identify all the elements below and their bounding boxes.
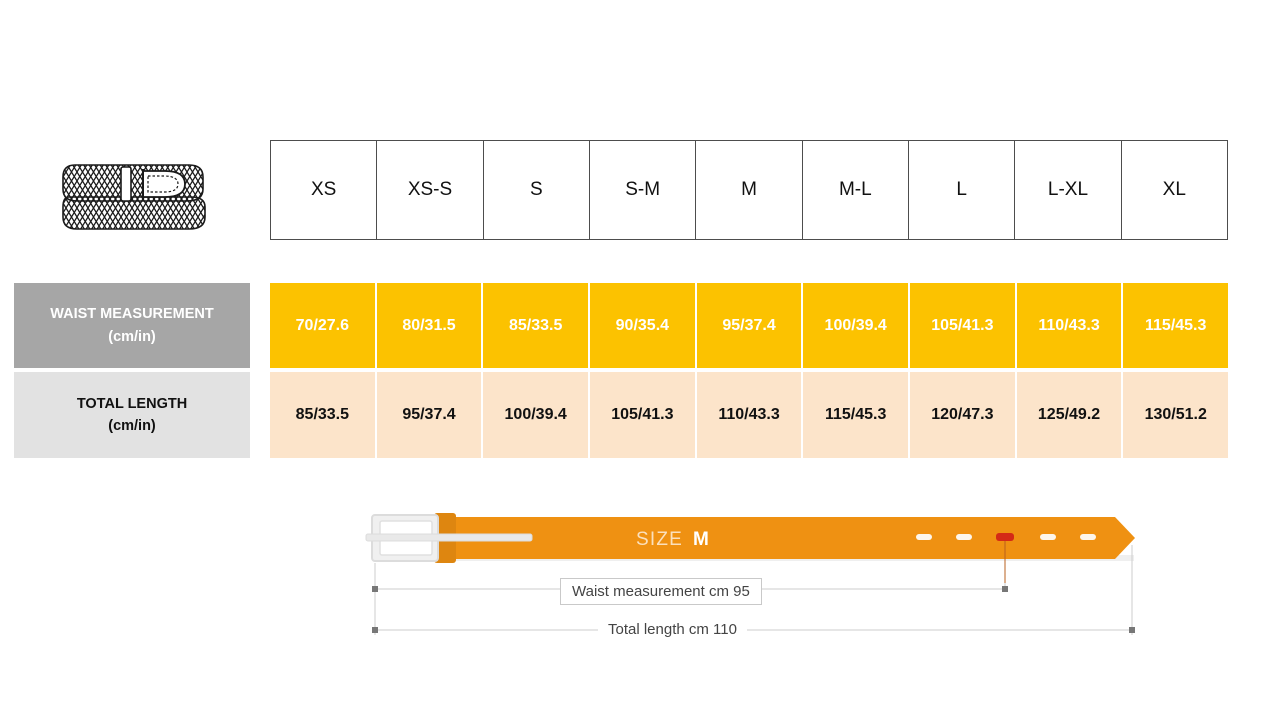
size-header-cell: L (907, 140, 1016, 240)
waist-dimension-label: Waist measurement cm 95 (560, 578, 762, 605)
size-header-cell: S-M (588, 140, 697, 240)
belt-size-annotation: SIZE M (636, 529, 709, 551)
length-value-cell: 100/39.4 (483, 372, 589, 458)
waist-measurement-label-text: WAIST MEASUREMENT (50, 306, 214, 323)
length-value-cell: 130/51.2 (1123, 372, 1229, 458)
waist-value-cell: 100/39.4 (803, 283, 909, 368)
total-length-unit: (cm/in) (108, 418, 156, 434)
belt-measurement-diagram (360, 505, 1160, 655)
length-value-cell: 95/37.4 (376, 372, 482, 458)
length-value-cell: 120/47.3 (910, 372, 1015, 458)
length-value-cell: 105/41.3 (590, 372, 695, 458)
waist-value-cell: 80/31.5 (376, 283, 482, 368)
total-length-row: 85/33.5 95/37.4 100/39.4 105/41.3 110/43… (270, 372, 1229, 458)
size-header-cell: XS (270, 140, 378, 240)
waist-value-cell: 115/45.3 (1123, 283, 1229, 368)
belt-size-prefix: SIZE (636, 529, 684, 550)
size-header-cell: M-L (801, 140, 909, 240)
total-length-label-text: TOTAL LENGTH (76, 395, 188, 412)
length-value-cell: 85/33.5 (270, 372, 375, 458)
waist-measurement-row: 70/27.6 80/31.5 85/33.5 90/35.4 95/37.4 … (270, 283, 1229, 368)
length-value-cell: 110/43.3 (696, 372, 802, 458)
waist-value-cell: 85/33.5 (483, 283, 589, 368)
total-length-label: TOTAL LENGTH (cm/in) (14, 372, 250, 458)
belt-size-value: M (693, 529, 710, 550)
waist-measurement-label: WAIST MEASUREMENT (cm/in) (14, 283, 250, 368)
waist-value-cell: 90/35.4 (590, 283, 695, 368)
total-length-dimension-label: Total length cm 110 (598, 619, 747, 640)
size-header-cell: XS-S (376, 140, 484, 240)
length-value-cell: 125/49.2 (1016, 372, 1122, 458)
waist-value-cell: 105/41.3 (910, 283, 1015, 368)
size-header-cell: L-XL (1014, 140, 1122, 240)
waist-value-cell: 95/37.4 (696, 283, 802, 368)
waist-measurement-unit: (cm/in) (108, 328, 156, 345)
size-header-cell: XL (1120, 140, 1228, 240)
product-illustration (55, 145, 215, 245)
size-header-row: XS XS-S S S-M M M-L L L-XL XL (270, 140, 1228, 240)
length-value-cell: 115/45.3 (803, 372, 909, 458)
waist-value-cell: 110/43.3 (1016, 283, 1122, 368)
waist-value-cell: 70/27.6 (270, 283, 375, 368)
size-header-cell: M (695, 140, 803, 240)
size-header-cell: S (482, 140, 590, 240)
